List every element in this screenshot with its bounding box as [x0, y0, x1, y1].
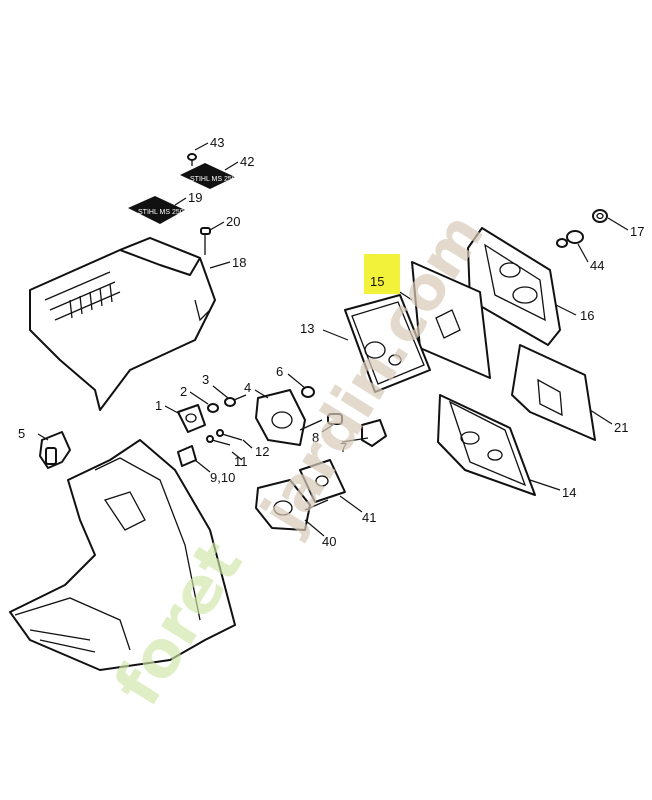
- filter-part-21[interactable]: [511, 344, 596, 441]
- callout-21[interactable]: 21: [614, 420, 628, 435]
- callout-44[interactable]: 44: [590, 258, 604, 273]
- callout-9-10[interactable]: 9,10: [210, 470, 235, 485]
- shroud-part-18[interactable]: [29, 237, 216, 411]
- callout-labels: 43 42 19 20 18 15 17 44 16 13 6 3 2 4 1 …: [18, 135, 644, 549]
- callout-6[interactable]: 6: [276, 364, 283, 379]
- screw-part-20[interactable]: [200, 227, 211, 255]
- callout-11[interactable]: 11: [234, 454, 248, 469]
- carburetor-part-4[interactable]: [255, 389, 323, 446]
- sleeve-part-8[interactable]: [327, 413, 343, 425]
- plate-19-label: STIHL MS 250: [138, 209, 184, 216]
- callout-40[interactable]: 40: [322, 534, 336, 549]
- callout-13[interactable]: 13: [300, 321, 314, 336]
- filter-base-part-13[interactable]: [344, 294, 431, 393]
- callout-43[interactable]: 43: [210, 135, 224, 150]
- pin-part-12[interactable]: [216, 429, 243, 441]
- clip-part-9-10[interactable]: [177, 445, 197, 467]
- callout-3[interactable]: 3: [202, 372, 209, 387]
- gasket-part-41[interactable]: [299, 459, 346, 503]
- callout-14[interactable]: 14: [562, 485, 576, 500]
- callout-16[interactable]: 16: [580, 308, 594, 323]
- callout-2[interactable]: 2: [180, 384, 187, 399]
- callout-18[interactable]: 18: [232, 255, 246, 270]
- plate-part-42[interactable]: STIHL MS 250: [180, 163, 236, 189]
- plate-42-label: STIHL MS 250: [190, 176, 236, 183]
- pin-part-43[interactable]: [187, 153, 197, 166]
- washer-part-2[interactable]: [207, 403, 219, 413]
- callout-42[interactable]: 42: [240, 154, 254, 169]
- nut-part-17[interactable]: [592, 209, 608, 223]
- callout-5[interactable]: 5: [18, 426, 25, 441]
- pin-part-11[interactable]: [206, 435, 231, 446]
- callout-15[interactable]: 15: [370, 274, 384, 289]
- callout-4[interactable]: 4: [244, 380, 251, 395]
- filter-housing-part-14[interactable]: [437, 394, 536, 496]
- highlight-box-15: [364, 254, 400, 294]
- filter-element-part-15[interactable]: [411, 261, 491, 379]
- plate-part-19[interactable]: STIHL MS 250: [128, 196, 185, 224]
- callout-19[interactable]: 19: [188, 190, 202, 205]
- callout-17[interactable]: 17: [630, 224, 644, 239]
- watermark-jardin-com: jardin.com: [247, 201, 498, 544]
- spacer-part-1[interactable]: [177, 404, 206, 433]
- housing-frame[interactable]: [9, 439, 236, 671]
- nut-part-6[interactable]: [301, 386, 315, 398]
- screw-part-3[interactable]: [224, 394, 247, 407]
- knob-part-7[interactable]: [361, 419, 387, 447]
- callout-12[interactable]: 12: [255, 444, 269, 459]
- carburetor-part-40[interactable]: [255, 479, 329, 531]
- callout-1[interactable]: 1: [155, 398, 162, 413]
- washer-part-44[interactable]: [556, 230, 584, 248]
- connector-part-5[interactable]: [39, 431, 71, 469]
- callout-41[interactable]: 41: [362, 510, 376, 525]
- callout-20[interactable]: 20: [226, 214, 240, 229]
- callout-8[interactable]: 8: [312, 430, 319, 445]
- callout-7[interactable]: 7: [340, 440, 347, 455]
